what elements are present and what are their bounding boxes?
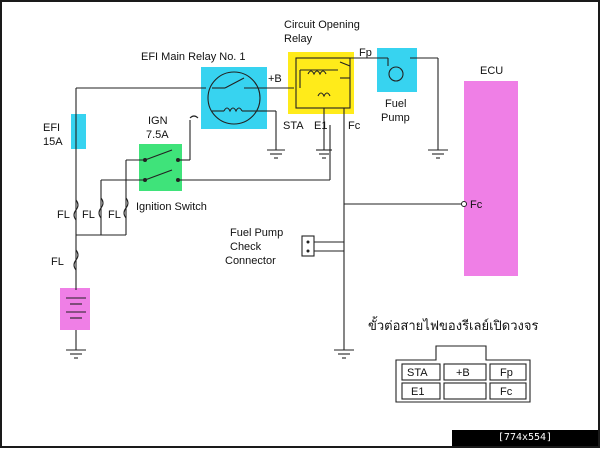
pin-plus-b: +B xyxy=(456,367,470,379)
ignition-switch-label: Ignition Switch xyxy=(136,201,207,213)
check-connector-label-2: Check xyxy=(230,241,262,253)
pin-fp: Fp xyxy=(500,367,513,379)
circuit-opening-relay-block xyxy=(288,52,354,114)
efi-main-relay-block xyxy=(201,67,267,129)
plus-b-terminal-label: +B xyxy=(268,73,282,85)
fl-label-4: FL xyxy=(51,256,64,268)
check-connector-label-3: Connector xyxy=(225,255,276,267)
fl-label-2: FL xyxy=(82,209,95,221)
fp-terminal-label: Fp xyxy=(359,47,372,59)
ecu-block xyxy=(464,81,518,276)
pin-fc: Fc xyxy=(500,386,513,398)
fuel-pump-label: Fuel xyxy=(385,98,406,110)
efi-fuse-rating: 15A xyxy=(43,136,63,148)
thai-caption: ขั้วต่อสายไฟของรีเลย์เปิดวงจร xyxy=(368,316,538,333)
fl-label-3: FL xyxy=(108,209,121,221)
efi-fuse-label: EFI xyxy=(43,122,60,134)
fl-label-1: FL xyxy=(57,209,70,221)
battery-block xyxy=(60,288,90,330)
sta-terminal-label: STA xyxy=(283,120,304,132)
wiring-diagram: EFI Main Relay No. 1 Circuit Opening Rel… xyxy=(0,0,600,448)
image-host-footer: [774x554] http://upic.me/ xyxy=(452,430,598,446)
check-connector-label: Fuel Pump xyxy=(230,227,283,239)
ignition-switch-block xyxy=(139,144,182,191)
e1-terminal-label: E1 xyxy=(314,120,327,132)
relay-connector-pinout: STA +B Fp E1 Fc xyxy=(396,346,530,402)
fc-terminal-label: Fc xyxy=(348,120,361,132)
circuit-opening-relay-label-2: Relay xyxy=(284,33,313,45)
efi-main-relay-label: EFI Main Relay No. 1 xyxy=(141,51,246,63)
fuel-pump-label-2: Pump xyxy=(381,112,410,124)
ecu-label: ECU xyxy=(480,65,503,77)
ign-fuse-label: IGN xyxy=(148,115,168,127)
efi-fuse-block xyxy=(71,114,86,149)
fuel-pump-block xyxy=(377,48,417,92)
pin-sta: STA xyxy=(407,367,428,379)
pin-e1: E1 xyxy=(411,386,424,398)
circuit-opening-relay-label: Circuit Opening xyxy=(284,19,360,31)
ecu-fc-label: Fc xyxy=(470,199,483,211)
ign-fuse-rating: 7.5A xyxy=(146,129,169,141)
